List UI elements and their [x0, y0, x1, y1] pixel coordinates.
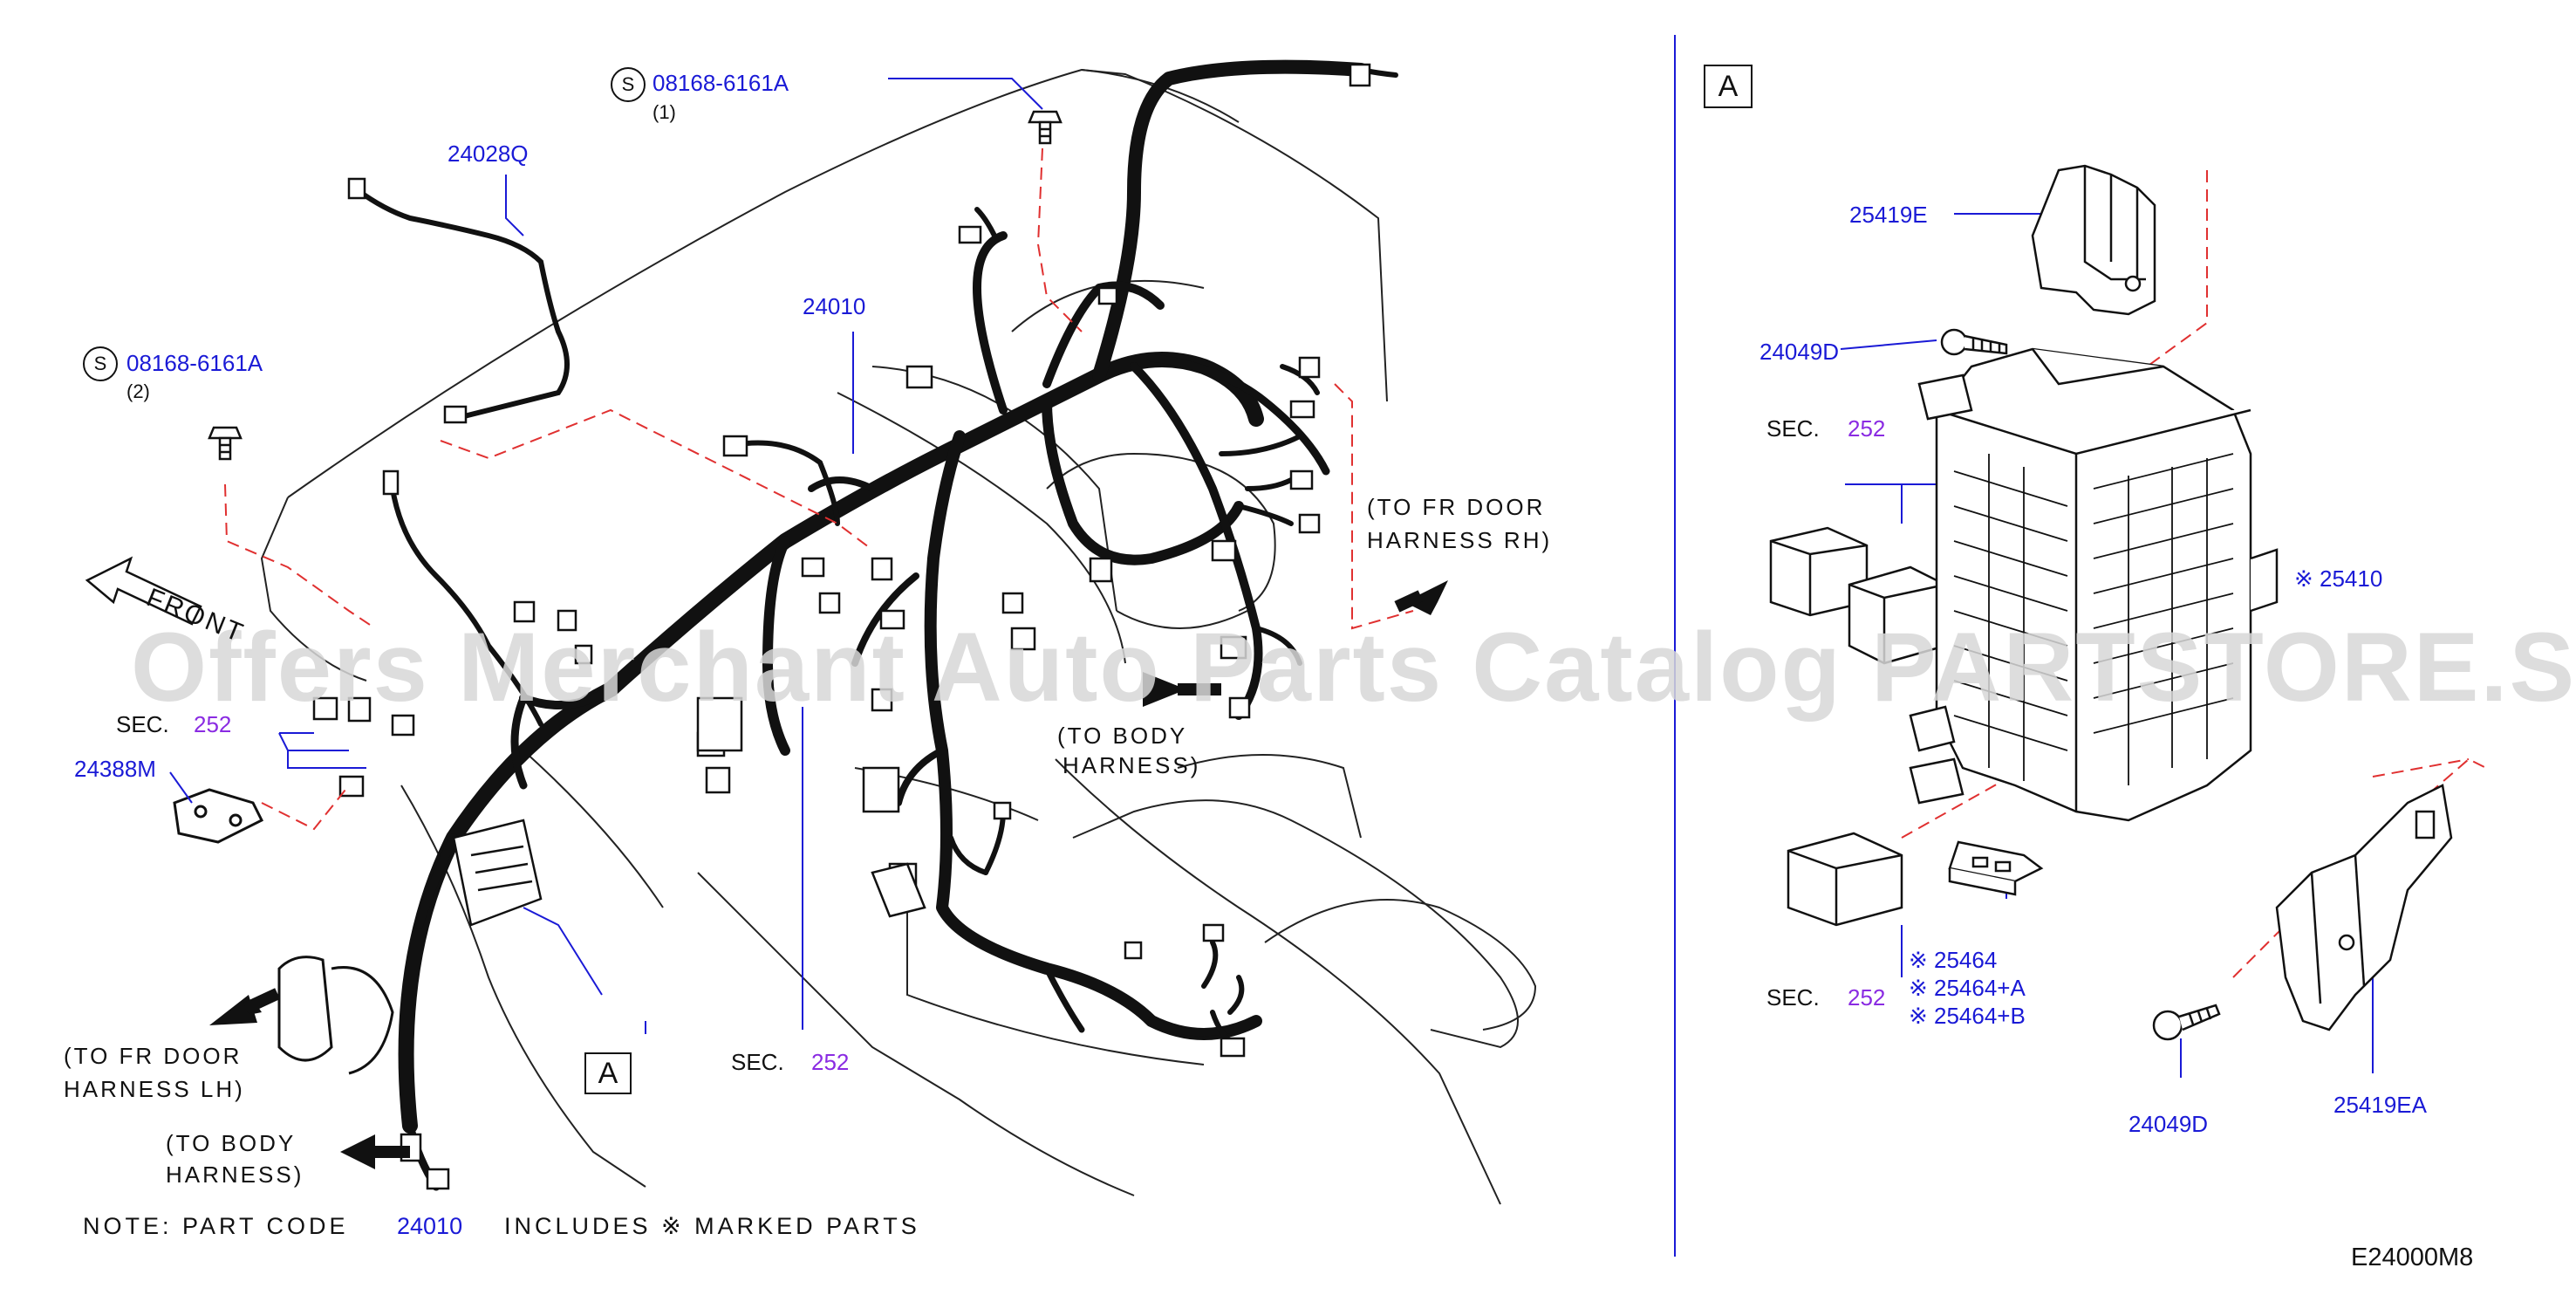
to-body-center-line2: HARNESS)	[1063, 752, 1201, 778]
arrows-out	[209, 580, 1448, 1169]
to-fr-door-lh-line1: (TO FR DOOR	[64, 1043, 243, 1069]
fuse-block-25410	[1909, 347, 2279, 822]
to-fr-door-rh-line1: (TO FR DOOR	[1367, 494, 1546, 520]
fuse-block-25410-link[interactable]: ※ 25410	[2294, 565, 2383, 592]
harness-24010-link[interactable]: 24010	[803, 293, 866, 319]
relay-1	[1769, 526, 1869, 617]
sec-relays-link[interactable]: 252	[1848, 415, 1886, 442]
to-body-center-line1: (TO BODY	[1057, 723, 1188, 749]
relay-2	[1848, 565, 1947, 665]
to-body-left-line2: HARNESS)	[166, 1161, 304, 1188]
bolt-left-qty: (2)	[126, 380, 150, 402]
fuse-25464a-link[interactable]: ※ 25464+A	[1909, 975, 2026, 1001]
bolt-top	[1028, 110, 1063, 145]
note-prefix: NOTE: PART CODE	[83, 1213, 349, 1239]
connectors	[312, 63, 1371, 1190]
relay-3	[1787, 832, 1903, 927]
fuse-25464b-link[interactable]: ※ 25464+B	[1909, 1003, 2026, 1029]
front-arrow	[85, 556, 202, 626]
watermark: Offers Merchant Auto Parts Catalog PARTS…	[131, 613, 2576, 722]
to-fr-door-lh-line2: HARNESS LH)	[64, 1076, 245, 1102]
main-harness	[398, 59, 1368, 1191]
sec-relay-bottom-link[interactable]: 252	[1848, 984, 1886, 1011]
to-body-left-line1: (TO BODY	[166, 1130, 297, 1156]
bracket-25419e-link[interactable]: 25419E	[1849, 202, 1928, 228]
sec-left-prefix: SEC.	[116, 711, 169, 737]
harness-24028q-link[interactable]: 24028Q	[448, 140, 529, 167]
screw-bottom-link[interactable]: 24049D	[2128, 1111, 2209, 1137]
note-code-link[interactable]: 24010	[397, 1213, 463, 1239]
dash-outline	[287, 68, 1388, 498]
bracket-24388m-link[interactable]: 24388M	[74, 756, 156, 782]
fuse	[1948, 840, 2044, 896]
detail-a-title: A	[1704, 65, 1753, 108]
sec-bottom-prefix: SEC.	[731, 1049, 784, 1075]
bolt-left-symbol: S	[83, 346, 118, 381]
figure-code: E24000M8	[2351, 1244, 2474, 1271]
screw-top-link[interactable]: 24049D	[1759, 339, 1840, 365]
bolt-top-symbol: S	[611, 67, 646, 102]
bracket-25419e	[2031, 164, 2156, 316]
bolt-left	[208, 426, 243, 461]
sec-relay-bottom-prefix: SEC.	[1766, 984, 1820, 1011]
bracket-25419ea	[2275, 784, 2453, 1031]
to-fr-door-rh-line2: HARNESS RH)	[1367, 527, 1553, 553]
screw-bottom	[2152, 1004, 2221, 1041]
sec-relays-prefix: SEC.	[1766, 415, 1820, 442]
fuse-25464-link[interactable]: ※ 25464	[1909, 947, 1998, 973]
bracket-25419ea-link[interactable]: 25419EA	[2333, 1092, 2427, 1118]
junction-block-a	[452, 819, 543, 927]
note-suffix: INCLUDES ※ MARKED PARTS	[504, 1213, 920, 1239]
bolt-top-qty: (1)	[653, 101, 676, 123]
sec-left-link[interactable]: 252	[194, 711, 232, 737]
bolt-left-part-link[interactable]: 08168-6161A	[126, 350, 263, 376]
bracket-left	[173, 788, 394, 1075]
sec-bottom-link[interactable]: 252	[811, 1049, 850, 1075]
detail-a-ref-link[interactable]: A	[584, 1052, 632, 1094]
screw-top	[1940, 328, 2008, 356]
bolt-top-part-link[interactable]: 08168-6161A	[653, 70, 789, 96]
